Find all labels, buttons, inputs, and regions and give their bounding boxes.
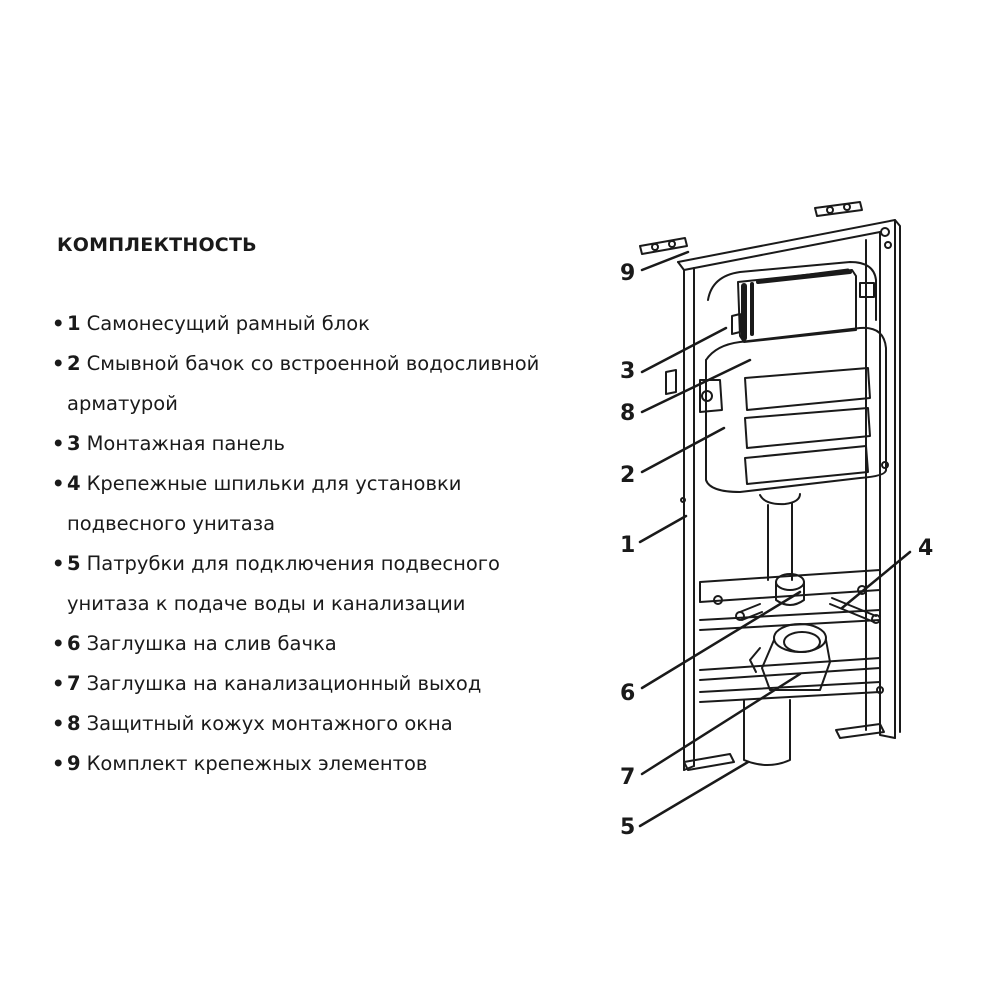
- item-text-continued: арматурой: [67, 392, 178, 415]
- drain-pipe: [759, 493, 801, 581]
- item-text: Патрубки для подключения подвесного: [86, 552, 500, 575]
- item-number: 3: [67, 432, 81, 455]
- callout-4: 4: [918, 536, 933, 561]
- top-bracket-right: [814, 201, 863, 217]
- item-text: Защитный кожух монтажного окна: [86, 712, 453, 735]
- item-text: Самонесущий рамный блок: [86, 312, 370, 335]
- item-number: 1: [67, 312, 81, 335]
- mounting-panel: [731, 268, 857, 343]
- item-text: Смывной бачок со встроенной водосливной: [86, 352, 540, 375]
- item-number: 8: [67, 712, 81, 735]
- item-text: Заглушка на канализационный выход: [86, 672, 482, 695]
- callout-5: 5: [620, 815, 635, 840]
- callout-2: 2: [620, 463, 635, 488]
- item-number: 9: [67, 752, 81, 775]
- item-text: Комплект крепежных элементов: [86, 752, 428, 775]
- item-text-continued: унитаза к подаче воды и канализации: [67, 592, 466, 615]
- installation-frame-diagram: 9 3 8 2 1 4 6 7 5: [620, 201, 933, 840]
- item-number: 2: [67, 352, 81, 375]
- callout-7: 7: [620, 765, 635, 790]
- lower-crossbars: [699, 569, 881, 703]
- item-text: Заглушка на слив бачка: [86, 632, 337, 655]
- item-number: 6: [67, 632, 81, 655]
- item-number: 7: [67, 672, 81, 695]
- inlet-and-studs: [735, 573, 881, 624]
- callout-6: 6: [620, 681, 635, 706]
- cistern-housing: [665, 261, 887, 493]
- item-number: 4: [67, 472, 81, 495]
- item-number: 5: [67, 552, 81, 575]
- callout-3: 3: [620, 359, 635, 384]
- callout-8: 8: [620, 401, 635, 426]
- floor-feet: [683, 723, 885, 771]
- item-text: Крепежные шпильки для установки: [86, 472, 462, 495]
- section-title: КОМПЛЕКТНОСТЬ: [57, 234, 257, 256]
- callout-1: 1: [620, 533, 635, 558]
- sewer-connection: [743, 623, 831, 766]
- cistern-panels: [744, 367, 871, 485]
- top-bracket-left: [639, 237, 688, 255]
- callout-9: 9: [620, 261, 635, 286]
- item-text: Монтажная панель: [86, 432, 285, 455]
- item-text-continued: подвесного унитаза: [67, 512, 276, 535]
- callout-leaders: [638, 250, 912, 828]
